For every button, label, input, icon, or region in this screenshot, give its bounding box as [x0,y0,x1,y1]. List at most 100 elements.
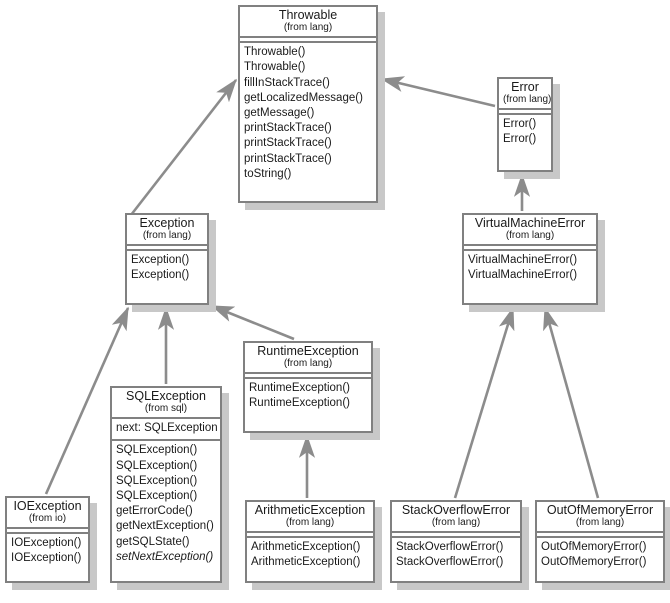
class-operation: SQLException() [116,489,198,502]
class-box-runtimeexception[interactable]: RuntimeException(from lang)RuntimeExcept… [243,341,373,433]
class-name: ArithmeticException [254,503,366,517]
class-operation: fillInStackTrace() [244,76,330,89]
class-name: OutOfMemoryError [546,503,654,517]
class-operation: getErrorCode() [116,505,193,518]
class-package: (from lang) [285,516,335,528]
class-package: (from lang) [503,93,552,105]
generalization-runtimeexception-to-exception [210,304,295,341]
class-operations: VirtualMachineError() VirtualMachineError… [464,249,596,286]
class-name: Error [511,80,539,94]
class-operation: ArithmeticException() [251,541,361,554]
class-package: (from lang) [431,516,481,528]
class-box-throwable[interactable]: Throwable(from lang) Throwable() Throwable… [238,5,378,203]
class-operation: SQLException() [116,474,198,487]
class-package: (from lang) [575,516,625,528]
class-operation: StackOverflowError() [396,556,504,569]
class-package: (from sql) [144,402,188,414]
class-name: SQLException [126,389,206,403]
class-box-stackoverflowerror[interactable]: StackOverflowError(from lang)StackOverfl… [390,500,522,583]
class-operations: Exception() Exception() [127,249,207,286]
class-package: (from lang) [142,229,192,241]
class-attributes: next: SQLException [112,417,220,439]
class-attribute: next: SQLException [116,422,218,435]
class-operations: IOException() IOException() [7,532,88,569]
class-package: (from lang) [283,357,333,369]
generalization-error-to-throwable [380,76,496,108]
class-operations: OutOfMemoryError() OutOfMemoryError() [537,536,663,573]
class-box-exception[interactable]: Exception(from lang)Exception()Exception… [125,213,209,305]
class-operation: VirtualMachineError() [468,269,578,282]
class-operation: StackOverflowError() [396,541,504,554]
class-name: Exception [139,216,195,230]
class-operation: Error() [503,118,537,131]
class-operation: OutOfMemoryError() [541,556,647,569]
class-package: (from io) [28,512,67,524]
class-attributes [7,527,88,532]
class-box-error[interactable]: Error(from lang) Error() Error() [497,77,553,172]
class-box-sqlexception[interactable]: SQLException(from sql) next: SQLException… [110,386,222,583]
class-operation: IOException() [11,537,82,550]
class-operation: printStackTrace() [244,122,332,135]
class-operation: IOException() [11,552,82,565]
class-operation: RuntimeException() [249,382,350,395]
class-header: OutOfMemoryError(from lang) [537,502,663,531]
class-header: SQLException(from sql) [112,388,220,417]
class-operation: SQLException() [116,459,198,472]
class-header: Throwable(from lang) [240,7,376,36]
generalization-exception-to-throwable [129,78,238,216]
class-attributes [499,108,551,113]
class-attributes [392,531,520,536]
class-operation: getMessage() [244,106,315,119]
class-operation: printStackTrace() [244,152,332,165]
class-operation: Exception() [131,254,190,267]
class-name: IOException [13,499,82,513]
class-operation: Exception() [131,269,190,282]
class-header: Error(from lang) [499,79,551,108]
class-package: (from lang) [283,21,333,33]
class-operation: OutOfMemoryError() [541,541,647,554]
class-header: StackOverflowError(from lang) [392,502,520,531]
class-operations: RuntimeException() RuntimeException() [245,377,371,414]
class-box-arithmeticexception[interactable]: ArithmeticException(from lang)Arithmetic… [245,500,375,583]
class-operations: Throwable()Throwable()fillInStackTrace()… [240,41,376,185]
class-box-virtualmachineerror[interactable]: VirtualMachineError(from lang)VirtualMac… [462,213,598,305]
class-package: (from lang) [505,229,555,241]
class-operation: toString() [244,167,292,180]
class-name: VirtualMachineError [474,216,586,230]
class-operation: printStackTrace() [244,137,332,150]
class-header: VirtualMachineError(from lang) [464,215,596,244]
class-operation: RuntimeException() [249,397,350,410]
class-name: StackOverflowError [401,503,511,517]
class-header: Exception(from lang) [127,215,207,244]
class-operation: ArithmeticException() [251,556,361,569]
generalization-ioexception-to-exception [44,306,130,495]
class-operation: setNextException() [116,550,214,563]
class-name: RuntimeException [257,344,359,358]
class-box-outofmemoryerror[interactable]: OutOfMemoryError(from lang)OutOfMemoryEr… [535,500,665,583]
class-operations: ArithmeticException() ArithmeticException… [247,536,373,573]
class-header: RuntimeException(from lang) [245,343,371,372]
class-header: IOException(from io) [7,498,88,527]
class-attributes [240,36,376,41]
class-operation: getLocalizedMessage() [244,91,363,104]
class-operation: VirtualMachineError() [468,254,578,267]
class-name: Throwable [278,8,338,22]
class-attributes [245,372,371,377]
class-operation: getSQLState() [116,535,190,548]
class-attributes [247,531,373,536]
class-operations: SQLException() SQLException() SQLException… [112,439,220,567]
generalization-stackoverflowerror-to-virtualmachineerror [453,306,515,499]
class-header: ArithmeticException(from lang) [247,502,373,531]
class-operations: Error() Error() [499,113,551,150]
class-box-ioexception[interactable]: IOException(from io)IOException()IOExcep… [5,496,90,583]
generalization-outofmemoryerror-to-virtualmachineerror [543,306,600,499]
class-operation: getNextException() [116,520,214,533]
class-operations: StackOverflowError() StackOverflowError() [392,536,520,573]
class-operation: Throwable() [244,61,306,74]
class-attributes [127,244,207,249]
class-operation: Error() [503,133,537,146]
class-operation: SQLException() [116,444,198,457]
class-attributes [464,244,596,249]
